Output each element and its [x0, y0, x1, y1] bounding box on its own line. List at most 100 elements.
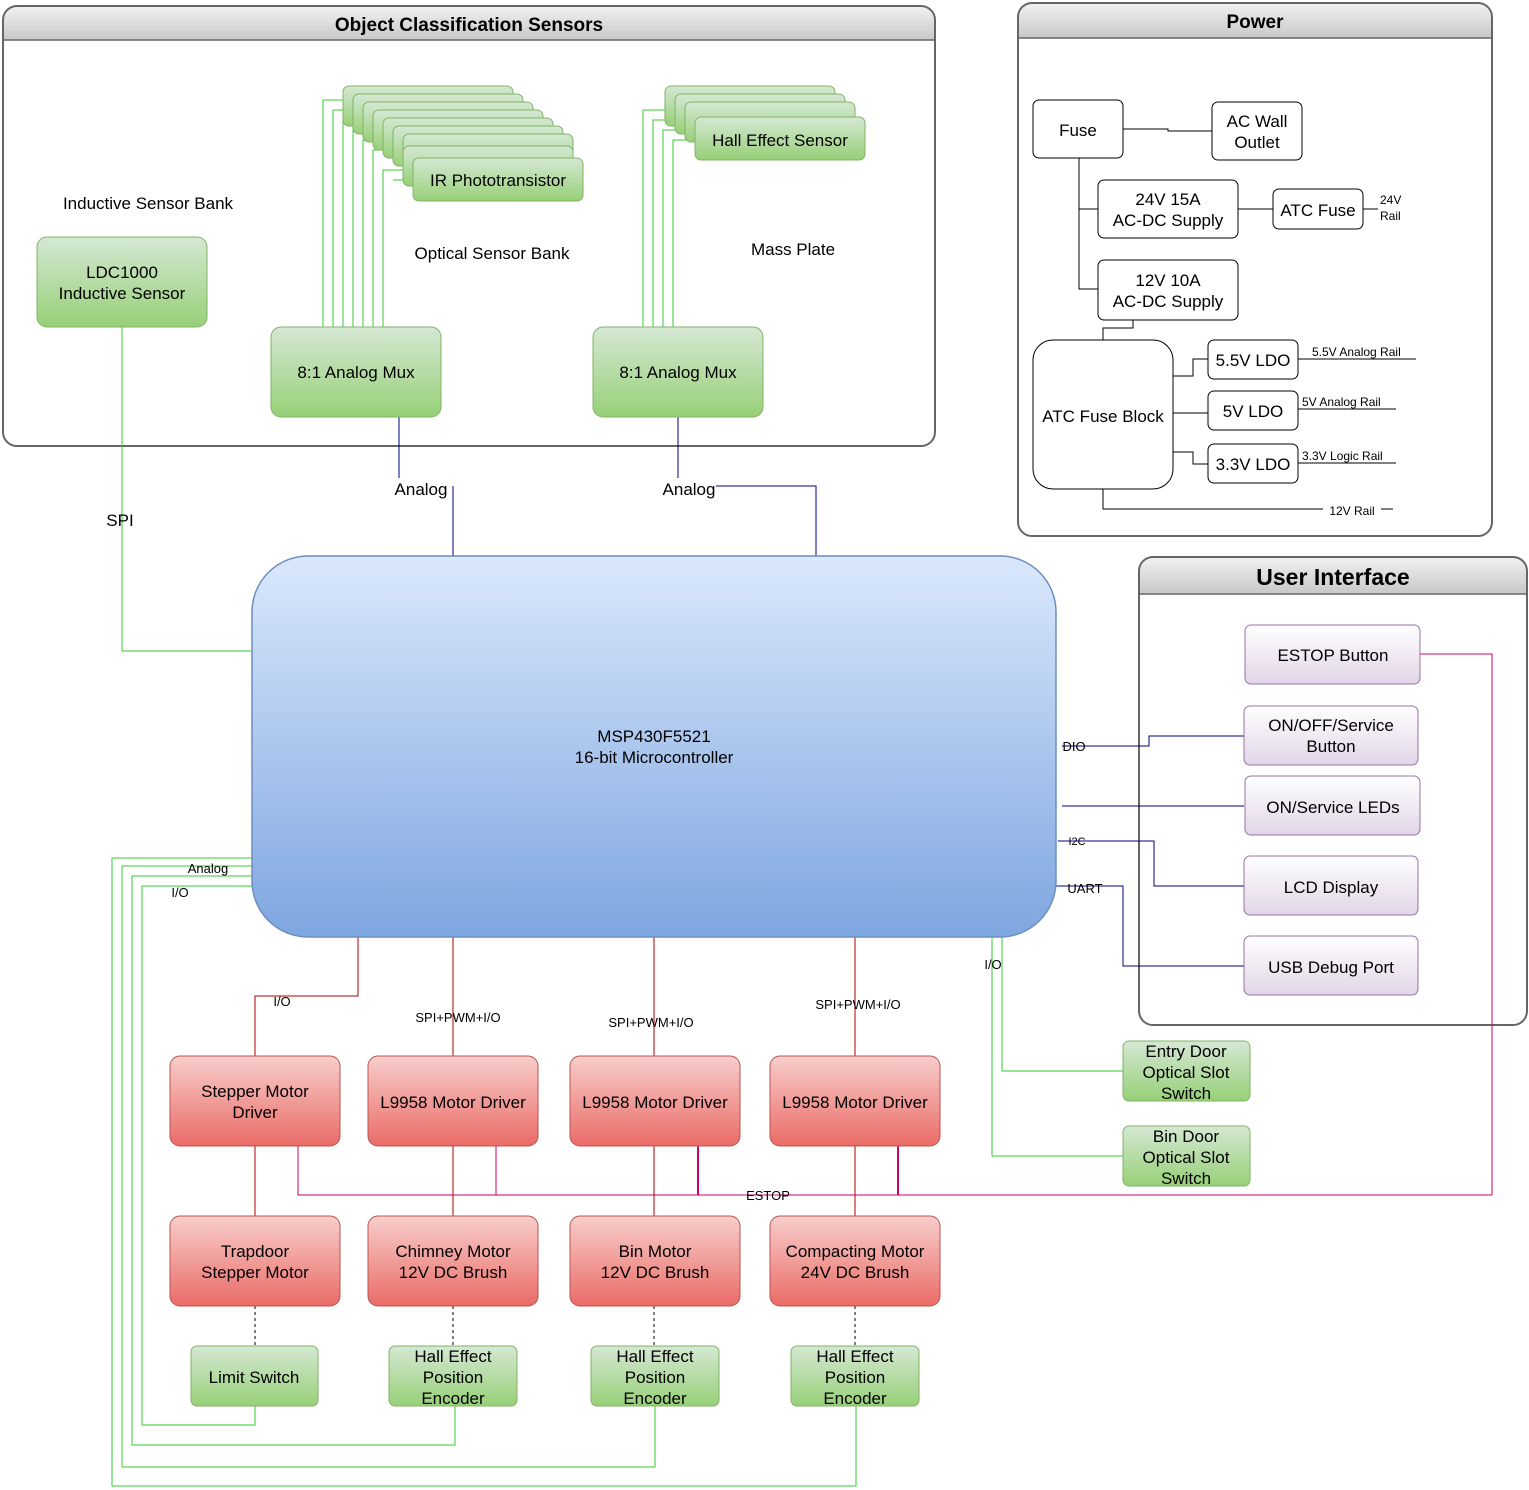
sensors-group-title: Object Classification Sensors [335, 15, 603, 36]
ldc1000-line2: Inductive Sensor [59, 284, 186, 303]
mcu-box: MSP430F5521 16-bit Microcontroller [251, 555, 1057, 938]
limit-switch-label: Limit Switch [209, 1368, 300, 1387]
bin-door-line2: Optical Slot [1143, 1148, 1230, 1167]
driver-wires [254, 937, 856, 1216]
ldo-33-label: 3.3V LDO [1216, 455, 1291, 474]
entry-door-line3: Switch [1161, 1084, 1211, 1103]
leds-box: ON/Service LEDs [1244, 775, 1421, 836]
bin-motor-box: Bin Motor 12V DC Brush [569, 1215, 741, 1307]
ldo-5-box: 5V LDO [1207, 390, 1299, 431]
atc-fuse-block-label: ATC Fuse Block [1042, 407, 1164, 426]
rail-24v-line2: Rail [1380, 209, 1401, 223]
onoff-button-line1: ON/OFF/Service [1268, 716, 1394, 735]
rail-33-label: 3.3V Logic Rail [1302, 449, 1383, 463]
l9958-driver-3-label: L9958 Motor Driver [782, 1093, 928, 1112]
ac-outlet-line1: AC Wall [1227, 112, 1288, 131]
mass-plate-label: Mass Plate [751, 240, 835, 259]
rail-12-label: 12V Rail [1329, 504, 1374, 518]
hall-encoder-1-line2: Position [423, 1368, 483, 1387]
hall-encoder-2-line2: Position [625, 1368, 685, 1387]
supply-12v-line2: AC-DC Supply [1113, 292, 1224, 311]
hall-effect-sensor-label: Hall Effect Sensor [712, 131, 848, 150]
power-group-title: Power [1226, 12, 1284, 33]
compacting-line2: 24V DC Brush [801, 1263, 910, 1282]
estop-wire [297, 653, 1493, 1196]
supply-24v-line2: AC-DC Supply [1113, 211, 1224, 230]
analog-wire-2b [716, 485, 817, 556]
rail-5-label: 5V Analog Rail [1302, 395, 1381, 409]
ldo-33-box: 3.3V LDO [1207, 443, 1299, 484]
analog-label-2: Analog [663, 480, 716, 499]
hall-sensor-wires [642, 109, 695, 327]
supply-24v-line1: 24V 15A [1135, 190, 1201, 209]
i2c-wire [1058, 840, 1244, 887]
hall-encoder-1-box: Hall Effect Position Encoder [388, 1345, 518, 1408]
supply-12v-box: 12V 10A AC-DC Supply [1097, 259, 1239, 321]
supply-24v-box: 24V 15A AC-DC Supply [1097, 179, 1239, 239]
mcu-line2: 16-bit Microcontroller [575, 748, 734, 767]
chimney-line2: 12V DC Brush [399, 1263, 508, 1282]
l9958-driver-3-box: L9958 Motor Driver [769, 1055, 941, 1147]
bin-motor-line1: Bin Motor [619, 1242, 692, 1261]
onoff-button-box: ON/OFF/Service Button [1243, 705, 1419, 766]
rail-55-label: 5.5V Analog Rail [1312, 345, 1401, 359]
trapdoor-line1: Trapdoor [221, 1242, 290, 1261]
estop-button-box: ESTOP Button [1244, 624, 1421, 685]
entry-door-switch-box: Entry Door Optical Slot Switch [1122, 1040, 1251, 1103]
encoder-return-wires [111, 857, 857, 1487]
ui-group: User Interface [1138, 556, 1528, 1026]
l9958-driver-2-label: L9958 Motor Driver [582, 1093, 728, 1112]
lcd-label: LCD Display [1284, 878, 1379, 897]
io-stepper-label: I/O [273, 994, 290, 1009]
chimney-motor-box: Chimney Motor 12V DC Brush [367, 1215, 539, 1307]
ldo-55-box: 5.5V LDO [1207, 339, 1299, 380]
hall-encoder-2-box: Hall Effect Position Encoder [590, 1345, 720, 1408]
spi-pwm-label-2: SPI+PWM+I/O [608, 1015, 693, 1030]
hall-encoder-3-line2: Position [825, 1368, 885, 1387]
entry-door-line2: Optical Slot [1143, 1063, 1230, 1082]
bin-door-wire [991, 937, 1123, 1157]
mass-mux-label: 8:1 Analog Mux [619, 363, 737, 382]
trapdoor-motor-box: Trapdoor Stepper Motor [169, 1215, 341, 1307]
rail-24v-line1: 24V [1380, 193, 1401, 207]
uart-wire [1054, 885, 1244, 967]
bin-door-line3: Switch [1161, 1169, 1211, 1188]
hall-effect-sensor-box: Hall Effect Sensor [694, 116, 866, 161]
dio-label: DIO [1062, 739, 1085, 754]
inductive-bank-label: Inductive Sensor Bank [63, 194, 234, 213]
hall-encoder-3-line1: Hall Effect [816, 1347, 893, 1366]
mcu-line1: MSP430F5521 [597, 727, 710, 746]
stepper-driver-line1: Stepper Motor [201, 1082, 309, 1101]
supply-12v-line1: 12V 10A [1135, 271, 1201, 290]
uart-label: UART [1067, 881, 1102, 896]
stepper-driver-line2: Driver [232, 1103, 278, 1122]
io-left-label: I/O [171, 885, 188, 900]
dio-wire [1062, 735, 1244, 747]
fuse-box: Fuse [1032, 99, 1124, 159]
leds-label: ON/Service LEDs [1266, 798, 1399, 817]
l9958-driver-2-box: L9958 Motor Driver [569, 1055, 741, 1147]
onoff-button-line2: Button [1306, 737, 1355, 756]
spi-label: SPI [106, 511, 133, 530]
entry-door-line1: Entry Door [1145, 1042, 1227, 1061]
spi-wire [121, 327, 252, 652]
ldo-5-label: 5V LDO [1223, 402, 1283, 421]
compacting-motor-box: Compacting Motor 24V DC Brush [769, 1215, 941, 1307]
power-wires [1078, 128, 1416, 510]
hall-encoder-2-line1: Hall Effect [616, 1347, 693, 1366]
stepper-driver-box: Stepper Motor Driver [169, 1055, 341, 1147]
fuse-label: Fuse [1059, 121, 1097, 140]
analog-label-1: Analog [395, 480, 448, 499]
ldo-55-label: 5.5V LDO [1216, 351, 1291, 370]
trapdoor-line2: Stepper Motor [201, 1263, 309, 1282]
analog-left-label: Analog [188, 861, 228, 876]
i2c-label: I2C [1068, 836, 1085, 848]
entry-door-wire [1001, 937, 1123, 1072]
bin-motor-line2: 12V DC Brush [601, 1263, 710, 1282]
l9958-driver-1-label: L9958 Motor Driver [380, 1093, 526, 1112]
power-group: Power [1017, 2, 1493, 537]
lcd-box: LCD Display [1243, 855, 1419, 916]
optical-mux-box: 8:1 Analog Mux [270, 326, 442, 418]
hall-encoder-1-line1: Hall Effect [414, 1347, 491, 1366]
hall-encoder-3-box: Hall Effect Position Encoder [790, 1345, 920, 1408]
